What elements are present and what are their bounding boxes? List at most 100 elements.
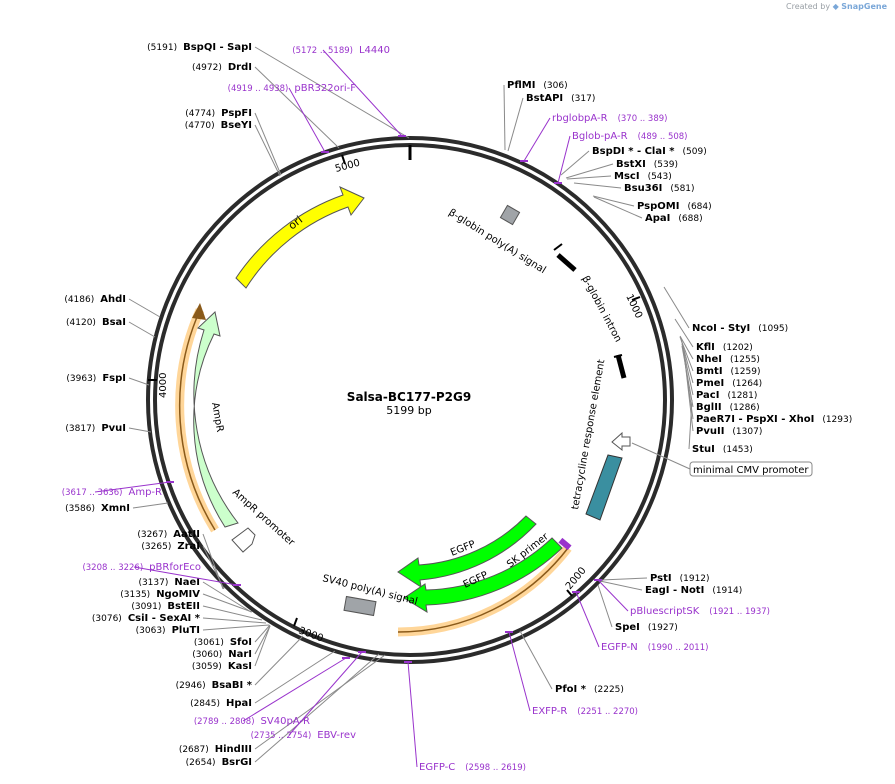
site-position: (4186) — [64, 295, 94, 305]
primer-label: (4919 .. 4938) pBR322ori-F — [228, 83, 357, 94]
site-position: (317) — [571, 94, 595, 104]
site-name: BsrGI — [222, 757, 252, 768]
site-position: (1912) — [680, 574, 710, 584]
primer-l4440: (5172 .. 5189)L4440 — [292, 45, 406, 137]
primer-range: (1990 .. 2011) — [648, 643, 709, 653]
site-position: (1293) — [822, 415, 852, 425]
site-sfoi: (3061)SfoI — [194, 624, 271, 648]
site-connector — [254, 650, 336, 704]
site-name: ApaI — [645, 213, 670, 224]
site-connector — [600, 577, 648, 581]
site-connector — [663, 286, 690, 329]
site-position: (3135) — [120, 590, 150, 600]
ring-tick-label-5000: 5000 — [334, 158, 361, 175]
primer-ampr: (3617 .. 3636) Amp-R — [62, 481, 174, 498]
site-connector — [573, 182, 622, 189]
site-position: (5191) — [147, 43, 177, 53]
site-label: BstXI(539) — [616, 159, 678, 170]
site-connector — [679, 335, 694, 360]
site-name: NcoI - StyI — [692, 323, 750, 334]
site-name: CsiI - SexAI * — [128, 613, 201, 624]
site-connector — [566, 175, 612, 180]
bglobin-polya-box — [499, 204, 521, 226]
site-fspi: (3963)FspI — [66, 373, 150, 386]
site-pspomi: PspOMI(684) — [592, 195, 712, 212]
primer-connector — [94, 481, 171, 493]
primer-name: pBR322ori-F — [294, 83, 356, 94]
site-position: (684) — [687, 202, 711, 212]
site-position: (2654) — [186, 758, 216, 768]
site-connector — [592, 195, 635, 207]
primer-connector — [288, 87, 326, 153]
primer-name: Amp-R — [129, 487, 163, 498]
site-name: BstEII — [167, 601, 200, 612]
primer-exfpr: EXFP-R(2251 .. 2270) — [505, 631, 638, 717]
site-name: BspDI * - ClaI * — [592, 146, 675, 157]
primer-connector — [407, 661, 418, 768]
site-connector — [254, 112, 282, 176]
site-name: XmnI — [101, 503, 130, 514]
site-label: PstI(1912) — [650, 573, 710, 584]
site-hpai: (2845)HpaI — [190, 650, 336, 709]
primer-bglobpar: Bglob-pA-R(489 .. 508) — [554, 131, 687, 184]
site-connector — [599, 580, 643, 591]
primer-label: EGFP-N(1990 .. 2011) — [601, 642, 708, 653]
site-drdi: (4972)DrdI — [192, 62, 340, 149]
ring-tick-5000: 5000 — [334, 154, 361, 175]
site-label: BstAPI(317) — [526, 93, 595, 104]
site-connector — [202, 605, 263, 621]
cmv-label-box — [689, 461, 813, 477]
primer-label: rbglobpA-R(370 .. 389) — [552, 113, 667, 124]
site-connector — [507, 97, 524, 152]
primer-name: EXFP-R — [532, 706, 567, 717]
site-connector — [202, 624, 270, 631]
site-name: BglII — [696, 402, 722, 413]
site-position: (4774) — [185, 109, 215, 119]
site-name: BsaBI * — [212, 680, 253, 691]
primer-egfpn: EGFP-N(1990 .. 2011) — [572, 591, 708, 653]
site-position: (581) — [670, 184, 694, 194]
cmv-promoter-arrow — [611, 431, 631, 452]
site-label: (3963)FspI — [66, 373, 126, 384]
site-name: AatII — [173, 529, 200, 540]
site-name: AhdI — [100, 294, 126, 305]
site-label: (4120)BsaI — [66, 317, 126, 328]
site-label: (2946)BsaBI * — [176, 680, 253, 691]
site-position: (3265) — [141, 542, 171, 552]
site-position: (1286) — [730, 403, 760, 413]
site-connector — [597, 584, 613, 628]
primer-pbluescriptsk: pBluescriptSK(1921 .. 1937) — [594, 579, 770, 617]
site-name: KflI — [696, 342, 715, 353]
site-name: PvuII — [696, 426, 724, 437]
site-position: (2687) — [179, 745, 209, 755]
site-connector — [202, 593, 253, 613]
site-connector — [128, 377, 150, 386]
site-label: BspDI * - ClaI *(509) — [592, 146, 707, 157]
site-label: (3059)KasI — [192, 661, 252, 672]
primer-range: (3617 .. 3636) — [62, 488, 123, 498]
primer-range: (4919 .. 4938) — [228, 84, 289, 94]
site-label: Bsu36I(581) — [624, 183, 695, 194]
site-ncoi: NcoI - StyI(1095) — [663, 286, 788, 334]
site-label: PspOMI(684) — [637, 201, 712, 212]
site-name: StuI — [692, 444, 715, 455]
site-position: (3076) — [92, 614, 122, 624]
site-position: (1914) — [712, 586, 742, 596]
site-msci: MscI(543) — [566, 171, 672, 182]
ampr-highlight-head — [192, 303, 206, 320]
egfp-arrow-inner — [397, 515, 537, 589]
primer-egfpc: EGFP-C(2598 .. 2619) — [404, 661, 526, 773]
site-connector — [254, 46, 410, 139]
primer-connector — [597, 579, 629, 612]
site-label: PaeR7I - PspXI - XhoI (1293) — [696, 414, 852, 425]
site-nhei: NheI(1255) — [679, 335, 760, 365]
site-name: PaeR7I - PspXI - XhoI — [696, 414, 814, 425]
site-position: (1264) — [732, 379, 762, 389]
site-hindiii: (2687)HindIII — [179, 654, 386, 755]
site-name: BseYI — [221, 120, 252, 131]
site-name: PflMI — [507, 80, 535, 91]
bglobin-intron-label: β-globin intron — [579, 274, 623, 344]
site-bspqi: (5191)BspQI - SapI — [147, 42, 410, 139]
site-pfoi: PfoI *(2225) — [519, 630, 624, 695]
primer-label: (2789 .. 2808)SV40pA-R — [194, 716, 310, 727]
